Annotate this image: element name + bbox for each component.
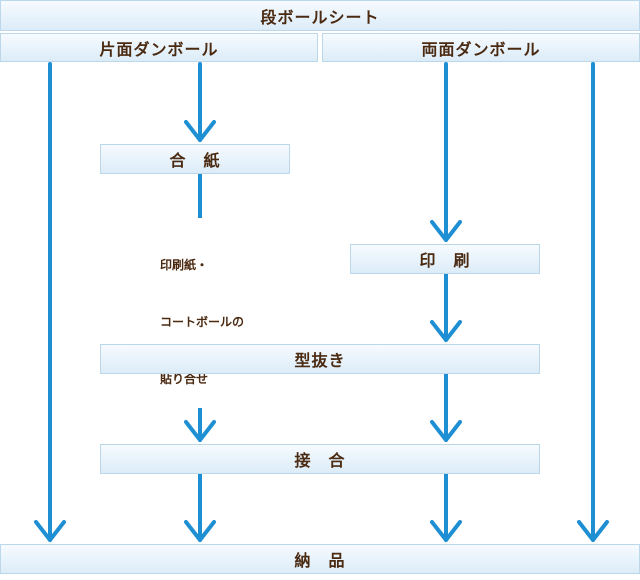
step-printing: 印 刷 bbox=[350, 244, 540, 274]
step-joining: 接 合 bbox=[100, 444, 540, 474]
step-laminating: 合 紙 bbox=[100, 144, 290, 174]
laminating-note: 印刷紙・ コートボールの 貼り合せ bbox=[160, 218, 290, 408]
laminating-note-line3: 貼り合せ bbox=[160, 372, 209, 386]
branch-single-face: 片面ダンボール bbox=[0, 33, 318, 62]
laminating-note-line1: 印刷紙・ bbox=[160, 258, 209, 272]
laminating-note-line2: コートボールの bbox=[160, 315, 245, 329]
step-die-cut: 型抜き bbox=[100, 344, 540, 374]
top-label-corrugated-sheet: 段ボールシート bbox=[0, 0, 640, 31]
step-delivery: 納 品 bbox=[0, 544, 640, 574]
branch-double-face: 両面ダンボール bbox=[322, 33, 640, 62]
